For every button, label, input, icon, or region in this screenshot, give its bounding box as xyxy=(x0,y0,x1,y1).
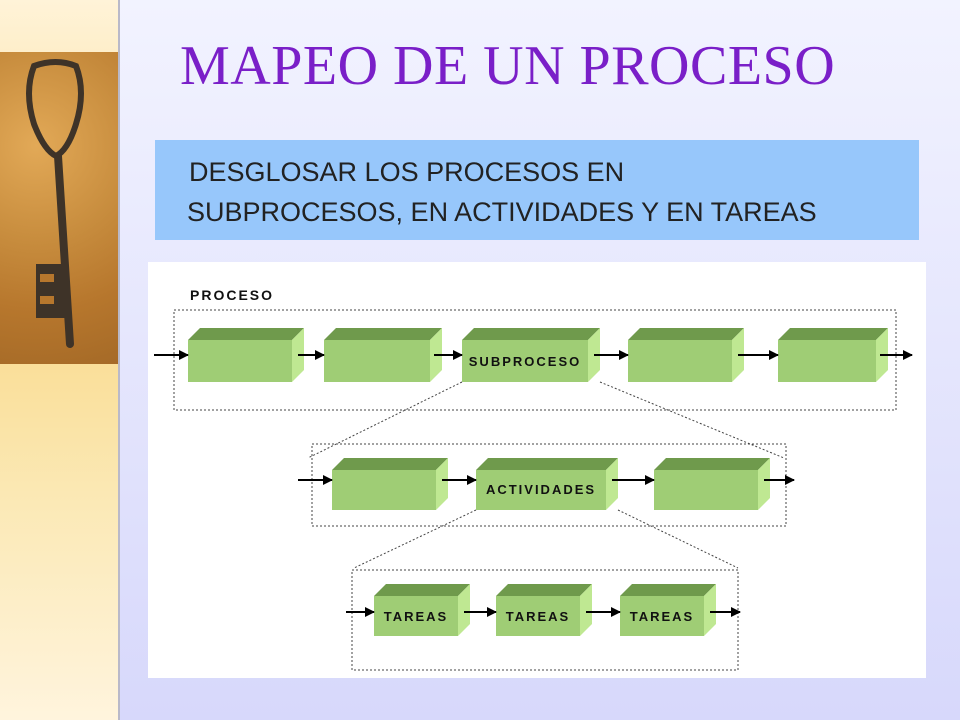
process-label: PROCESO xyxy=(190,287,274,303)
process-box-2 xyxy=(324,328,442,382)
subprocess-label: SUBPROCESO xyxy=(469,354,581,369)
task-label-1: TAREAS xyxy=(384,609,448,624)
subtitle-line-1: DESGLOSAR LOS PROCESOS EN xyxy=(189,157,625,187)
tasks-frame xyxy=(351,569,739,671)
activities-box: ACTIVIDADES xyxy=(476,458,618,510)
activity-box-3 xyxy=(654,458,770,510)
activities-frame xyxy=(311,443,787,527)
process-box-4 xyxy=(628,328,744,382)
antique-key-photo xyxy=(0,52,120,364)
zoom-connector-2 xyxy=(353,509,739,569)
task-box-1: TAREAS xyxy=(374,584,470,636)
process-box-5 xyxy=(778,328,888,382)
subtitle-box: DESGLOSAR LOS PROCESOS EN SUBPROCESOS, E… xyxy=(155,140,919,240)
process-box-1 xyxy=(188,328,304,382)
task-box-3: TAREAS xyxy=(620,584,716,636)
zoom-connector-1 xyxy=(307,381,785,459)
subtitle-line-2: SUBPROCESOS, EN ACTIVIDADES Y EN TAREAS xyxy=(187,197,817,227)
activity-box-1 xyxy=(332,458,448,510)
subprocess-box: SUBPROCESO xyxy=(462,328,600,382)
slide-divider xyxy=(118,0,120,720)
task-label-2: TAREAS xyxy=(506,609,570,624)
process-diagram: PROCESO SUBPROCESO xyxy=(148,262,926,678)
activities-label: ACTIVIDADES xyxy=(486,482,596,497)
task-label-3: TAREAS xyxy=(630,609,694,624)
process-frame xyxy=(173,309,897,411)
slide-title: MAPEO DE UN PROCESO xyxy=(180,35,836,97)
task-box-2: TAREAS xyxy=(496,584,592,636)
